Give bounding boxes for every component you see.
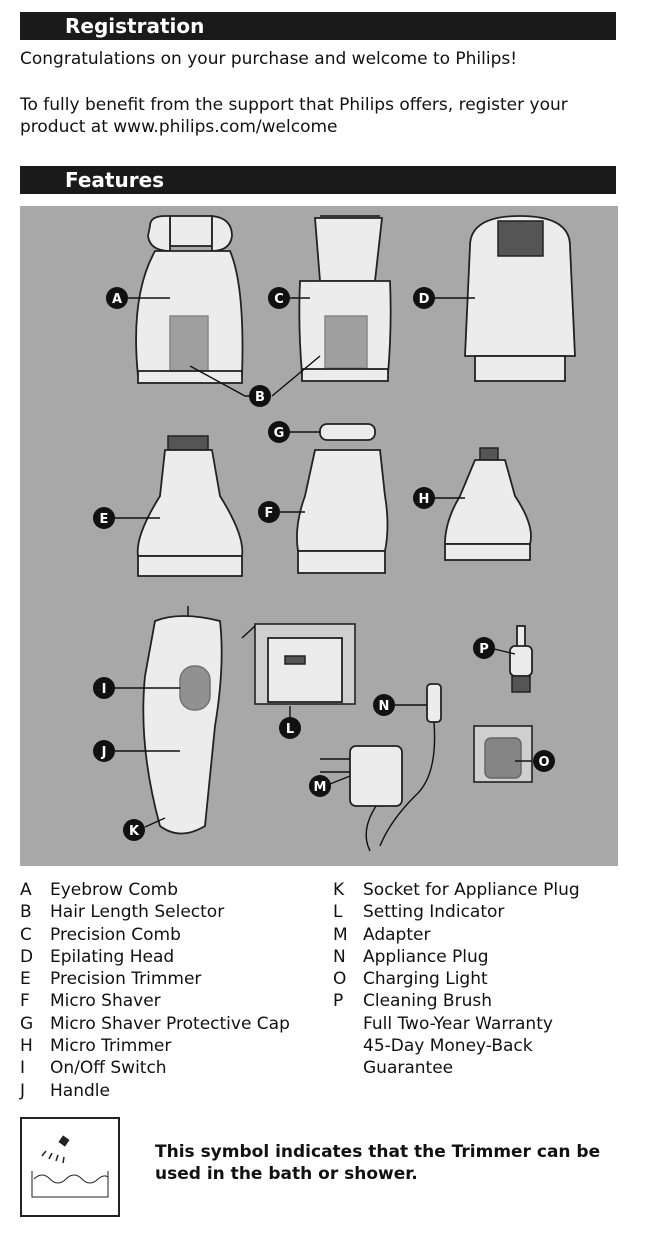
- precision-trimmer-part: [136, 435, 244, 577]
- micro-trimmer-part: [444, 447, 532, 561]
- svg-text:C: C: [274, 292, 284, 307]
- shower-bath-icon: [20, 1117, 120, 1217]
- svg-text:N: N: [379, 699, 390, 714]
- protective-cap-part: [319, 423, 376, 441]
- svg-text:D: D: [419, 292, 430, 307]
- label-bubble-m: M: [309, 775, 331, 797]
- bath-note: This symbol indicates that the Trimmer c…: [155, 1141, 605, 1185]
- svg-text:J: J: [101, 745, 107, 760]
- svg-text:I: I: [102, 682, 107, 697]
- epilating-head-part: [464, 215, 576, 382]
- svg-text:P: P: [479, 642, 489, 657]
- precision-comb-part: [298, 215, 392, 382]
- adapter-part: [320, 745, 403, 852]
- label-bubble-b: B: [249, 385, 271, 407]
- svg-text:F: F: [265, 506, 274, 521]
- label-bubble-i: I: [93, 677, 115, 699]
- svg-text:L: L: [286, 722, 294, 737]
- features-diagram: .part { fill: #ececec; stroke: #222; str…: [93, 215, 576, 852]
- svg-text:M: M: [314, 780, 327, 795]
- bath-note-line1: This symbol indicates that the Trimmer c…: [155, 1142, 601, 1162]
- setting-indicator-inset: [241, 623, 356, 705]
- label-bubble-a: A: [106, 287, 128, 309]
- features-heading: Features: [20, 166, 616, 194]
- cleaning-brush-part: [509, 625, 533, 693]
- appliance-plug-part: [379, 683, 442, 847]
- bath-note-line2: used in the bath or shower.: [155, 1164, 418, 1184]
- support-text-line1: To fully benefit from the support that P…: [20, 95, 568, 115]
- svg-text:E: E: [100, 512, 109, 527]
- label-bubble-k: K: [123, 819, 145, 841]
- congrats-text: Congratulations on your purchase and wel…: [20, 49, 518, 69]
- label-bubble-h: H: [413, 487, 435, 509]
- label-bubble-n: N: [373, 694, 395, 716]
- charging-light-inset: [473, 725, 533, 783]
- handle-part: [142, 606, 223, 835]
- label-bubble-g: G: [268, 421, 290, 443]
- registration-heading: Registration: [20, 12, 616, 40]
- guarantee-line: 45-Day Money-Back: [363, 1036, 533, 1057]
- eyebrow-comb-part: [135, 215, 244, 384]
- features-illustration: .part { fill: #ececec; stroke: #222; str…: [20, 206, 618, 866]
- support-text-line2: product at www.philips.com/welcome: [20, 117, 338, 137]
- guarantee-line: Guarantee: [363, 1058, 454, 1079]
- svg-text:B: B: [255, 390, 265, 405]
- label-bubble-j: J: [93, 740, 115, 762]
- label-bubble-o: O: [533, 750, 555, 772]
- label-bubble-f: F: [258, 501, 280, 523]
- label-bubble-d: D: [413, 287, 435, 309]
- svg-text:A: A: [112, 292, 122, 307]
- label-bubble-c: C: [268, 287, 290, 309]
- svg-text:K: K: [129, 824, 140, 839]
- svg-text:O: O: [538, 755, 549, 770]
- label-bubble-l: L: [279, 717, 301, 739]
- warranty-line: Full Two-Year Warranty: [363, 1013, 553, 1034]
- label-bubble-p: P: [473, 637, 495, 659]
- svg-text:H: H: [419, 492, 430, 507]
- label-bubble-e: E: [93, 507, 115, 529]
- micro-shaver-part: [296, 449, 389, 574]
- svg-text:G: G: [274, 426, 285, 441]
